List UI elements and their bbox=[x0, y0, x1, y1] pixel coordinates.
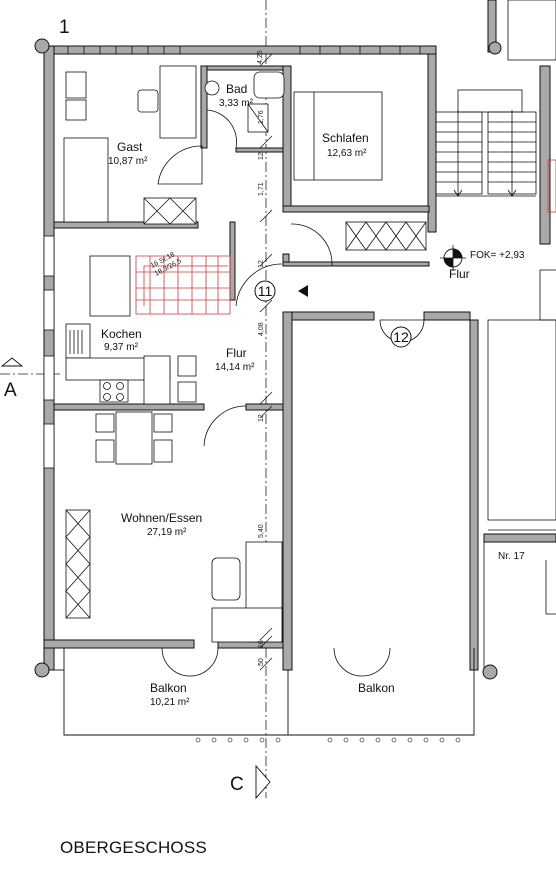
dim-wohnen: 5,40 bbox=[258, 524, 265, 538]
left-windows bbox=[43, 235, 55, 469]
neighbor-label: Nr. 17 bbox=[498, 551, 525, 562]
unit-marker-12-text: 12 bbox=[393, 329, 409, 345]
dimension-texts: 4,25 1,76 12 1,71 12 4,08 12 5,40 16 50 bbox=[257, 50, 265, 666]
schlafen-furniture bbox=[293, 91, 427, 251]
dim-flur-top: 1,71 bbox=[258, 182, 265, 196]
neighbor-red-stair bbox=[547, 159, 556, 213]
fok-label: FOK= +2,93 bbox=[470, 250, 525, 261]
kitchen-furniture bbox=[65, 255, 197, 405]
balcony-doors bbox=[161, 647, 391, 677]
room-bad-name: Bad bbox=[226, 82, 247, 96]
axis-label-1: 1 bbox=[59, 17, 70, 38]
room-wohnen-name: Wohnen/Essen bbox=[121, 511, 202, 525]
dim-16: 16 bbox=[258, 640, 265, 648]
fok-symbol bbox=[440, 245, 466, 271]
room-schlafen-name: Schlafen bbox=[322, 131, 369, 145]
section-mark-a: A bbox=[0, 357, 24, 401]
corner-markers bbox=[34, 38, 502, 680]
stair-landing-arc bbox=[235, 263, 283, 307]
dim-12-b: 12 bbox=[258, 260, 265, 268]
dining-furniture bbox=[65, 411, 283, 643]
schlafen-door bbox=[290, 223, 333, 267]
room-kochen-area: 9,37 m² bbox=[104, 342, 139, 353]
bath-door bbox=[206, 109, 237, 149]
unit-marker-12: 12 bbox=[379, 319, 425, 348]
section-mark-c-text: C bbox=[230, 774, 244, 795]
section-mark-a-text: A bbox=[4, 380, 17, 401]
dimension-lines bbox=[259, 53, 273, 671]
room-flur-name: Flur bbox=[226, 346, 247, 360]
room-wohnen-area: 27,19 m² bbox=[147, 527, 187, 538]
dim-50: 50 bbox=[258, 658, 265, 666]
balcony-outline bbox=[54, 648, 475, 736]
internal-stair bbox=[135, 255, 231, 315]
room-flur-stair-name: Flur bbox=[449, 267, 470, 281]
top-windows bbox=[67, 46, 421, 54]
room-balkon2-name: Balkon bbox=[358, 681, 395, 695]
gast-door bbox=[157, 145, 203, 185]
dim-12-a: 12 bbox=[258, 152, 265, 160]
unit-marker-11: 11 bbox=[254, 280, 276, 302]
floor-title: OBERGESCHOSS bbox=[60, 838, 207, 857]
room-balkon1-area: 10,21 m² bbox=[150, 697, 190, 708]
arrow-left-marker bbox=[298, 285, 308, 297]
room-balkon1-name: Balkon bbox=[150, 681, 187, 695]
room-gast-area: 10,87 m² bbox=[108, 156, 148, 167]
gast-furniture bbox=[63, 65, 197, 225]
room-schlafen-area: 12,63 m² bbox=[327, 148, 367, 159]
dim-12-c: 12 bbox=[258, 414, 265, 422]
room-bad-area: 3,33 m² bbox=[219, 98, 254, 109]
section-mark-c: C bbox=[230, 764, 271, 800]
balcony-dots bbox=[195, 737, 461, 743]
room-flur-area: 14,14 m² bbox=[215, 362, 255, 373]
dim-bad: 1,76 bbox=[258, 110, 265, 124]
room-kochen-name: Kochen bbox=[101, 327, 142, 341]
bath-fixtures bbox=[204, 71, 285, 133]
unit-marker-11-text: 11 bbox=[258, 283, 273, 299]
dim-top: 4,25 bbox=[257, 50, 264, 64]
neighbor-unit bbox=[483, 319, 556, 668]
room-labels: Gast 10,87 m² Bad 3,33 m² Schlafen 12,63… bbox=[101, 82, 525, 708]
room-gast-name: Gast bbox=[117, 140, 143, 154]
wohnen-door bbox=[203, 405, 247, 447]
dim-flur-mid: 4,08 bbox=[258, 322, 265, 336]
axis-lines bbox=[0, 0, 267, 798]
